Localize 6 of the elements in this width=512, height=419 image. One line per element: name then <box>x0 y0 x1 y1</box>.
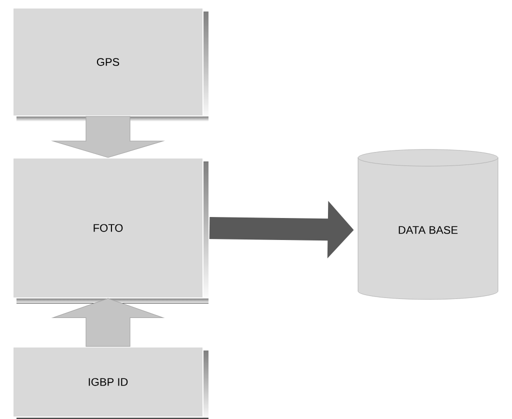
process-box: GPS <box>12 8 208 122</box>
block-arrow <box>51 298 165 347</box>
database-cylinder: DATA BASE <box>358 149 498 300</box>
process-box: FOTO <box>12 158 208 304</box>
process-box: IGBP ID <box>12 346 208 419</box>
block-arrow <box>50 116 166 158</box>
